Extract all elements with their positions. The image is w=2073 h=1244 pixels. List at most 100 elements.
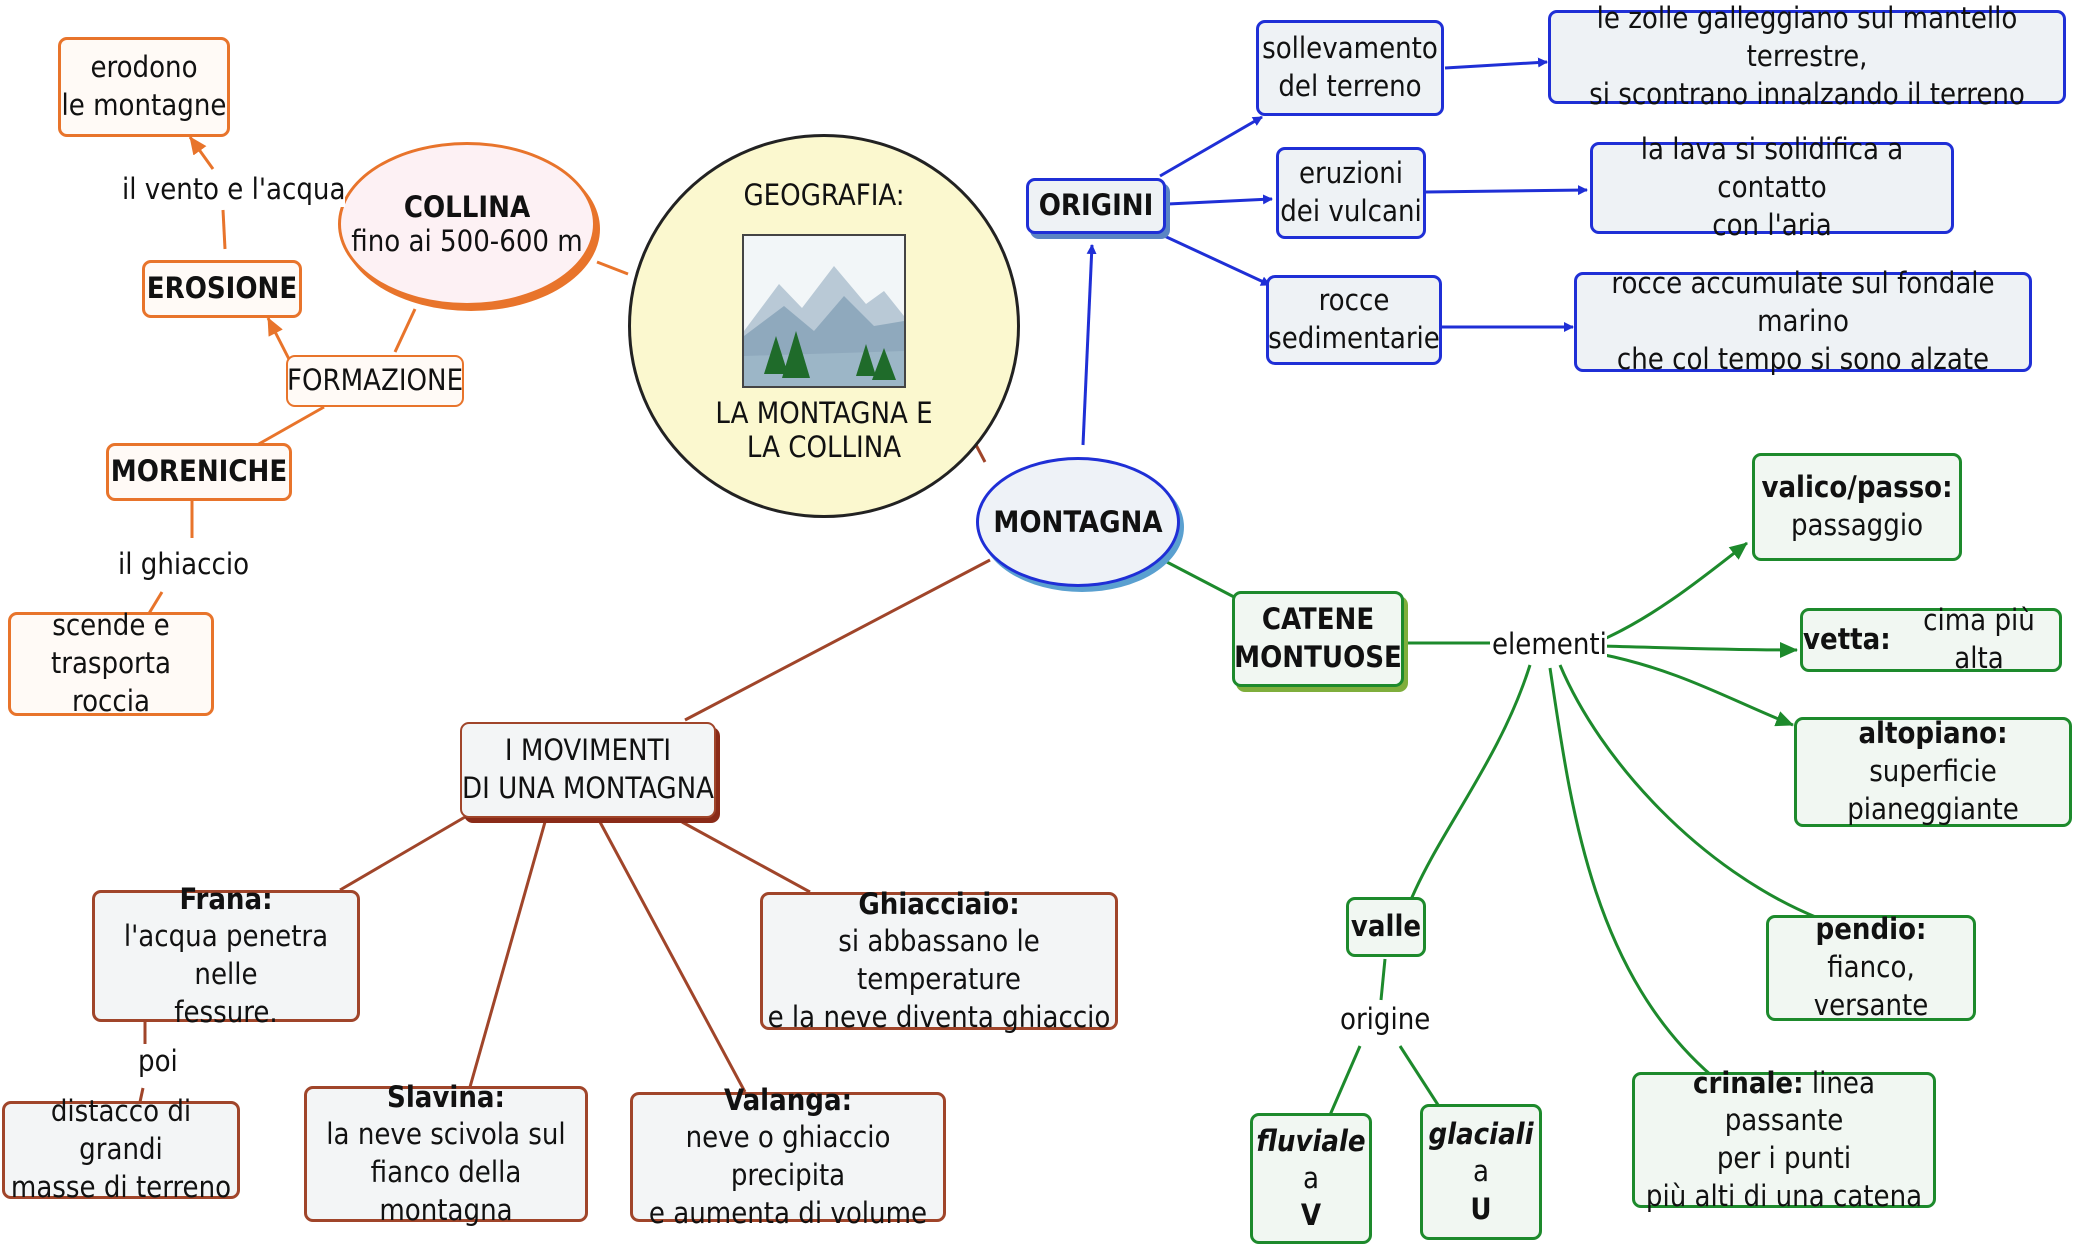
rocce-node[interactable]: rocce sedimentarie bbox=[1266, 275, 1442, 365]
altopiano-def2: pianeggiante bbox=[1847, 791, 2019, 826]
erodono-line2: le montagne bbox=[61, 88, 227, 122]
central-line2: LA MONTAGNA E bbox=[715, 396, 933, 430]
eruzioni-line2: dei vulcani bbox=[1280, 194, 1422, 228]
montagna-label: MONTAGNA bbox=[993, 505, 1163, 539]
altopiano-def1: superficie bbox=[1869, 754, 1997, 789]
movimenti-line2: DI UNA MONTAGNA bbox=[462, 771, 714, 805]
glaciali-node[interactable]: glaciali a U bbox=[1420, 1104, 1542, 1240]
fluviale-a: a bbox=[1303, 1160, 1319, 1195]
valle-node[interactable]: valle bbox=[1346, 897, 1426, 957]
scende-line1: scende e bbox=[52, 608, 170, 643]
zolle-line2: si scontrano innalzando il terreno bbox=[1589, 76, 2025, 111]
poi-label: poi bbox=[138, 1044, 178, 1079]
pendio-term: pendio: bbox=[1815, 912, 1927, 947]
lava-line1: la lava si solidifica a contatto bbox=[1640, 132, 1904, 205]
valanga-def1: neve o ghiaccio precipita bbox=[685, 1120, 891, 1192]
fondale-node[interactable]: rocce accumulate sul fondale marino che … bbox=[1574, 266, 2032, 376]
fluviale-letter: V bbox=[1300, 1198, 1322, 1233]
valle-label: valle bbox=[1350, 909, 1422, 944]
ghiacciaio-def2: e la neve diventa ghiaccio bbox=[767, 999, 1111, 1034]
elementi-label: elementi bbox=[1492, 627, 1607, 662]
central-topic[interactable]: GEOGRAFIA: LA MONTAGNA E LA COLLINA bbox=[628, 134, 1020, 518]
slavina-def1: la neve scivola sul bbox=[326, 1117, 566, 1152]
catene-node[interactable]: CATENE MONTUOSE bbox=[1232, 591, 1404, 687]
valico-node[interactable]: valico/passo: passaggio bbox=[1752, 453, 1962, 561]
lava-node[interactable]: la lava si solidifica a contatto con l'a… bbox=[1590, 132, 1954, 242]
erodono-node[interactable]: erodono le montagne bbox=[58, 37, 230, 137]
ghiacciaio-node[interactable]: Ghiacciaio: si abbassano le temperature … bbox=[760, 887, 1118, 1034]
vento-label: il vento e l'acqua bbox=[122, 172, 346, 207]
erosione-node[interactable]: EROSIONE bbox=[142, 260, 302, 318]
collina-sub: fino ai 500-600 m bbox=[351, 224, 583, 258]
crinale-node[interactable]: crinale: linea passante per i punti più … bbox=[1632, 1066, 1936, 1213]
frana-def2: fessure. bbox=[174, 994, 278, 1029]
central-line1: GEOGRAFIA: bbox=[743, 178, 905, 212]
frana-term: Frana: bbox=[179, 881, 273, 916]
crinale-def2: per i punti bbox=[1716, 1141, 1852, 1175]
frana-node[interactable]: Frana: l'acqua penetra nelle fessure. bbox=[92, 882, 360, 1029]
sollevamento-line1: sollevamento bbox=[1262, 31, 1438, 66]
moreniche-label: MORENICHE bbox=[110, 454, 288, 489]
ghiacciaio-term: Ghiacciaio: bbox=[858, 886, 1020, 921]
vetta-def: cima più alta bbox=[1923, 603, 2035, 675]
sollevamento-line2: del terreno bbox=[1278, 69, 1422, 103]
pendio-def: fianco, versante bbox=[1813, 950, 1929, 1022]
origini-label: ORIGINI bbox=[1038, 188, 1154, 223]
slavina-term: Slavina: bbox=[387, 1079, 505, 1114]
slavina-def2: fianco della montagna bbox=[370, 1155, 522, 1227]
slavina-node[interactable]: Slavina: la neve scivola sul fianco dell… bbox=[304, 1080, 588, 1227]
formazione-node[interactable]: FORMAZIONE bbox=[286, 355, 464, 407]
pendio-node[interactable]: pendio: fianco, versante bbox=[1766, 912, 1976, 1022]
crinale-def3: più alti di una catena bbox=[1645, 1178, 1923, 1213]
valanga-node[interactable]: Valanga: neve o ghiaccio precipita e aum… bbox=[630, 1083, 946, 1230]
sollevamento-node[interactable]: sollevamento del terreno bbox=[1256, 20, 1444, 116]
catene-line2: MONTUOSE bbox=[1234, 640, 1402, 674]
collina-node[interactable]: COLLINA fino ai 500-600 m bbox=[338, 142, 596, 306]
zolle-line1: le zolle galleggiano sul mantello terres… bbox=[1596, 1, 2018, 74]
vetta-term: vetta: bbox=[1803, 622, 1891, 657]
valico-def: passaggio bbox=[1790, 508, 1924, 542]
zolle-node[interactable]: le zolle galleggiano sul mantello terres… bbox=[1548, 1, 2066, 111]
moreniche-node[interactable]: MORENICHE bbox=[106, 443, 292, 501]
catene-line1: CATENE bbox=[1261, 602, 1375, 637]
erosione-label: EROSIONE bbox=[146, 271, 298, 306]
montagna-node[interactable]: MONTAGNA bbox=[976, 457, 1180, 587]
glaciali-letter: U bbox=[1470, 1191, 1492, 1226]
lava-line2: con l'aria bbox=[1712, 207, 1832, 242]
distacco-node[interactable]: distacco di grandi masse di terreno bbox=[2, 1094, 240, 1204]
central-line3: LA COLLINA bbox=[746, 430, 902, 464]
origine-label: origine bbox=[1340, 1002, 1431, 1037]
glaciali-term: glaciali bbox=[1428, 1117, 1534, 1152]
rocce-line2: sedimentarie bbox=[1268, 321, 1440, 355]
valanga-def2: e aumenta di volume bbox=[648, 1195, 928, 1230]
origini-node[interactable]: ORIGINI bbox=[1026, 178, 1166, 234]
movimenti-node[interactable]: I MOVIMENTI DI UNA MONTAGNA bbox=[460, 722, 716, 818]
fluviale-node[interactable]: fluviale a V bbox=[1250, 1113, 1372, 1244]
glaciali-a: a bbox=[1473, 1154, 1489, 1189]
erodono-line1: erodono bbox=[90, 50, 198, 85]
eruzioni-node[interactable]: eruzioni dei vulcani bbox=[1276, 147, 1426, 239]
scende-line2: trasporta roccia bbox=[51, 646, 171, 718]
vetta-node[interactable]: vetta: cima più alta bbox=[1800, 603, 2062, 675]
frana-def1: l'acqua penetra nelle bbox=[123, 919, 329, 991]
ghiacciaio-def1: si abbassano le temperature bbox=[838, 924, 1040, 996]
distacco-line1: distacco di grandi bbox=[50, 1094, 192, 1167]
crinale-def1: linea passante bbox=[1724, 1065, 1875, 1138]
movimenti-line1: I MOVIMENTI bbox=[504, 733, 672, 768]
collina-title: COLLINA bbox=[403, 190, 531, 224]
fondale-line2: che col tempo si sono alzate bbox=[1616, 341, 1990, 376]
valanga-term: Valanga: bbox=[723, 1082, 853, 1117]
rocce-line1: rocce bbox=[1318, 283, 1390, 318]
eruzioni-line1: eruzioni bbox=[1298, 156, 1403, 191]
valico-term: valico/passo: bbox=[1761, 470, 1953, 505]
altopiano-term: altopiano: bbox=[1858, 716, 2008, 751]
mountain-landscape-image bbox=[742, 234, 906, 388]
ghiaccio-label: il ghiaccio bbox=[118, 547, 250, 582]
fluviale-term: fluviale bbox=[1256, 1123, 1366, 1158]
scende-node[interactable]: scende e trasporta roccia bbox=[8, 608, 214, 718]
distacco-line2: masse di terreno bbox=[10, 1169, 232, 1204]
crinale-term: crinale: bbox=[1693, 1065, 1804, 1100]
formazione-label: FORMAZIONE bbox=[286, 363, 464, 398]
altopiano-node[interactable]: altopiano: superficie pianeggiante bbox=[1794, 716, 2072, 827]
